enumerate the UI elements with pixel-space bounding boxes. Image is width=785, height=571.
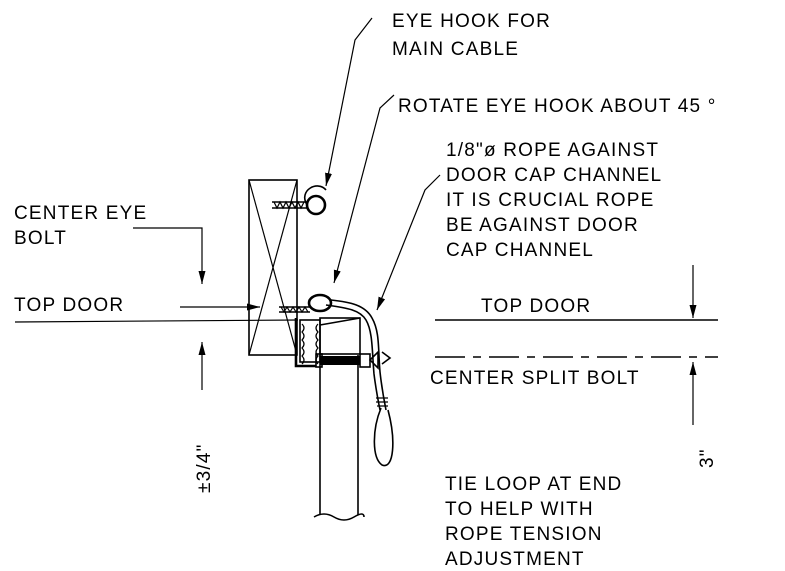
center-eye-bolt-label-line2: BOLT <box>14 228 67 249</box>
tie-loop-label-line1: TIE LOOP AT END <box>445 474 622 495</box>
rope <box>325 299 394 467</box>
eye-hook-label-line2: MAIN CABLE <box>392 39 519 60</box>
rope-label-line1: 1/8"ø ROPE AGAINST <box>446 140 659 161</box>
rope-label-line5: CAP CHANNEL <box>446 240 594 261</box>
tie-loop-label-line2: TO HELP WITH <box>445 499 594 520</box>
section-reference-lines <box>435 265 718 425</box>
eye-hook-label-line1: EYE HOOK FOR <box>392 11 551 32</box>
leader-lines <box>14 17 441 390</box>
tie-loop-label-line4: ADJUSTMENT <box>445 549 585 570</box>
door-cap-channel <box>294 317 361 368</box>
dimension-left-label: ±3/4" <box>194 443 215 493</box>
door-post <box>313 355 365 521</box>
main-cable-eye-hook <box>272 185 327 216</box>
rope-label-line4: BE AGAINST DOOR <box>446 215 639 236</box>
rotate-eye-hook-label: ROTATE EYE HOOK ABOUT 45 ° <box>398 96 717 117</box>
center-eye-bolt-label-line1: CENTER EYE <box>14 203 147 224</box>
center-eye-bolt <box>279 293 333 314</box>
center-split-bolt <box>315 350 392 370</box>
rope-label-line3: IT IS CRUCIAL ROPE <box>446 190 654 211</box>
top-door-right-label: TOP DOOR <box>481 296 591 317</box>
tie-loop-label-line3: ROPE TENSION <box>445 524 603 545</box>
center-split-bolt-label: CENTER SPLIT BOLT <box>430 368 640 389</box>
top-door-left-label: TOP DOOR <box>14 295 124 316</box>
rope-label-line2: DOOR CAP CHANNEL <box>446 165 662 186</box>
dimension-right-label: 3" <box>697 448 718 468</box>
